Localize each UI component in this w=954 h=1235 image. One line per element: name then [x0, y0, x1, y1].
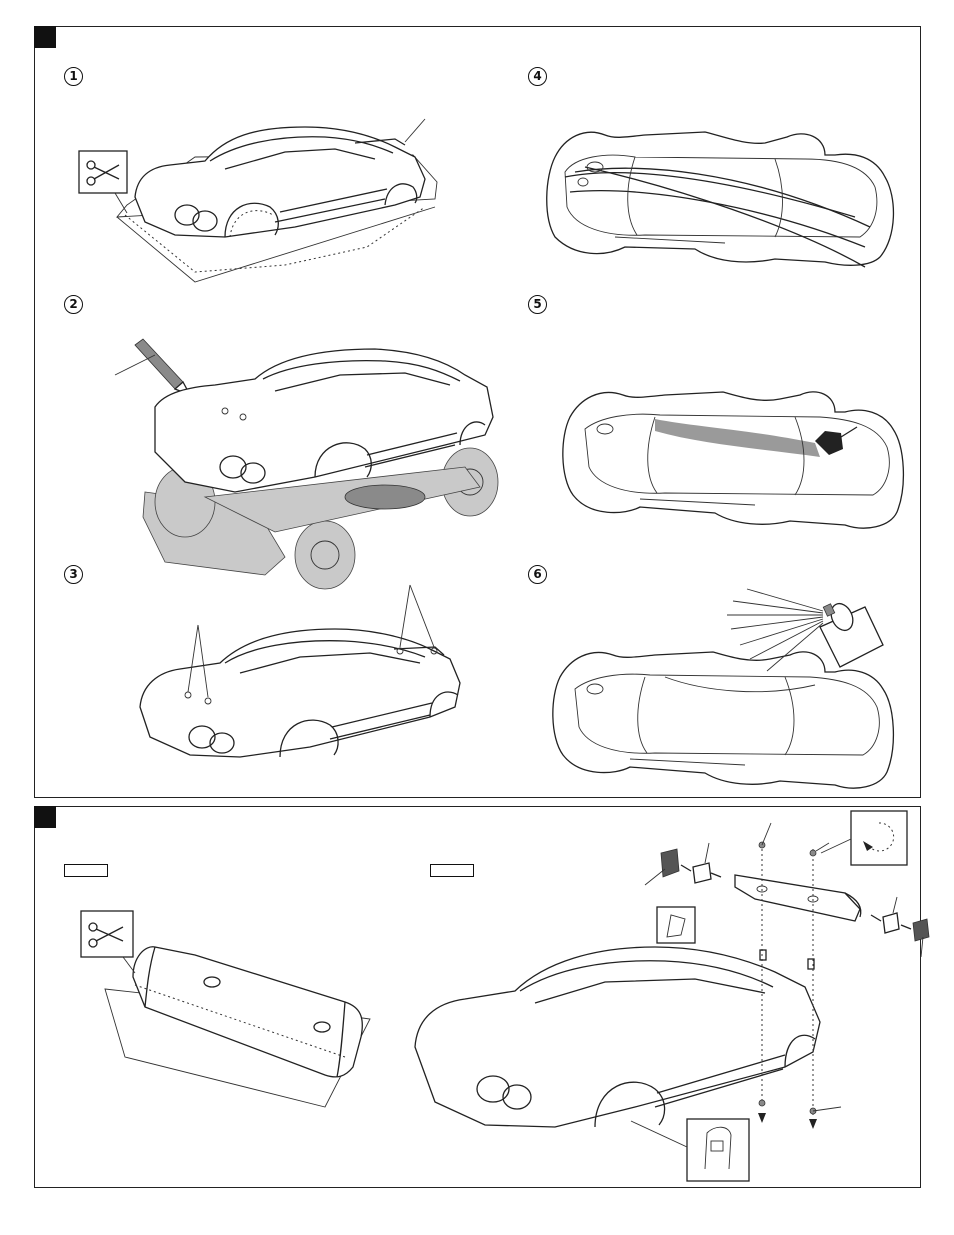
step-number-2: 2: [64, 295, 83, 314]
step-number-3: 3: [64, 565, 83, 584]
section-marker: [34, 806, 56, 828]
part-label-box-left: [64, 864, 108, 877]
step-number-1: 1: [64, 67, 83, 86]
step-number-4: 4: [528, 67, 547, 86]
step-2-mark-holes-illustration: [115, 327, 515, 577]
wing-cut-illustration: [75, 907, 395, 1107]
wing-mount-illustration: [405, 807, 915, 1187]
panel-body-preparation: 1 4 2 5 3 6: [34, 26, 921, 798]
panel-wing-mounting: [34, 806, 921, 1188]
step-5-paint-illustration: [545, 367, 905, 547]
step-number-5: 5: [528, 295, 547, 314]
marker-pen-icon: [135, 339, 190, 395]
spray-can-icon: [820, 600, 883, 667]
step-6-spray-illustration: [535, 567, 905, 797]
step-3-drill-holes-illustration: [130, 577, 510, 797]
step-4-mask-interior-illustration: [525, 97, 905, 297]
section-marker: [34, 26, 56, 48]
step-1-cut-body-illustration: [75, 87, 495, 287]
